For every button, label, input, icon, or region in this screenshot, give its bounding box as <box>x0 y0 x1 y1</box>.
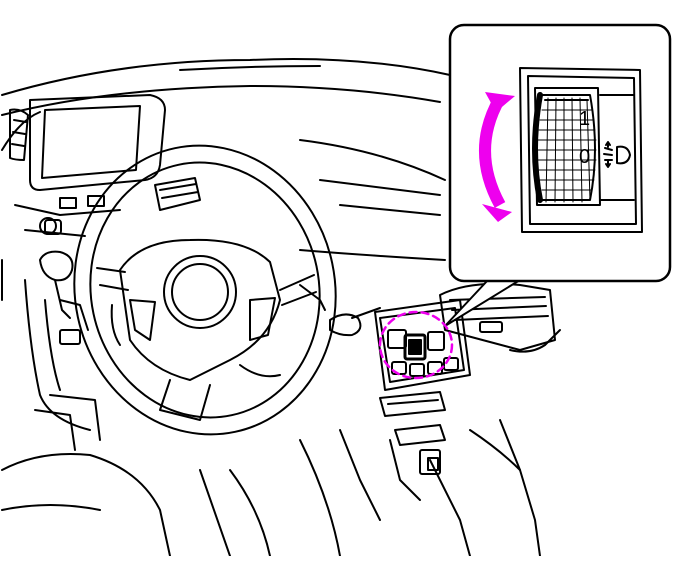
dial-label-bottom: 0 <box>579 146 590 168</box>
switch-panel <box>374 299 471 475</box>
display-screen <box>9 94 166 235</box>
highlight-circle <box>378 310 454 380</box>
thumb-wheel <box>532 92 597 203</box>
rotate-arrow-icon <box>479 92 515 222</box>
dial-label-top: 1 <box>579 108 590 130</box>
center-vent <box>154 177 201 211</box>
dashboard <box>1 58 541 557</box>
zoom-inset: 1 0 <box>448 23 672 283</box>
gear-shifter <box>39 250 89 345</box>
steering-wheel <box>73 144 381 436</box>
headlamp-leveling-icon <box>603 141 631 168</box>
